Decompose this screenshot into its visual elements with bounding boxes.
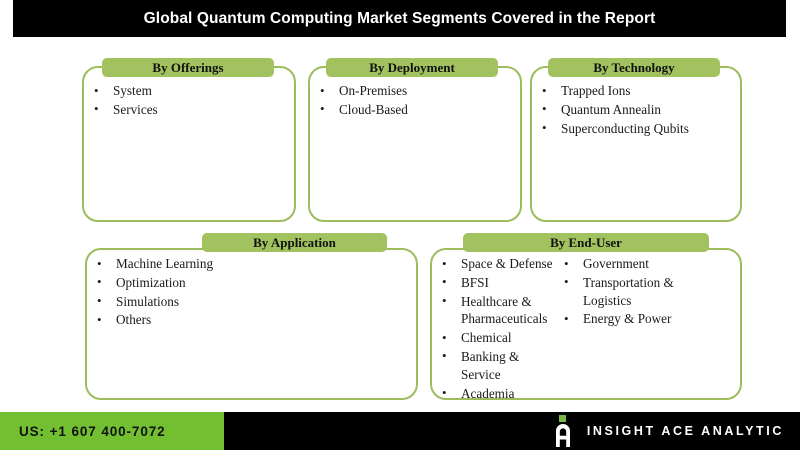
list-by-end-user-right: Government Transportation & Logistics En…	[560, 255, 710, 403]
brand-name: INSIGHT ACE ANALYTIC	[586, 424, 784, 438]
card-title-by-technology: By Technology	[593, 60, 675, 75]
list-item: Energy & Power	[560, 310, 710, 328]
list-item: Space & Defense	[438, 255, 560, 273]
list-item: Superconducting Qubits	[538, 119, 738, 138]
card-title-by-deployment: By Deployment	[369, 60, 455, 75]
list-item: Trapped Ions	[538, 82, 738, 100]
footer-bar: US: +1 607 400-7072 INSIGHT ACE ANALYTIC	[0, 412, 800, 450]
card-body-by-application: Machine Learning Optimization Simulation…	[93, 255, 411, 330]
list-item: Simulations	[93, 292, 411, 311]
list-item: Chemical	[438, 329, 560, 347]
card-banner-by-deployment: By Deployment	[326, 58, 498, 77]
list-item: System	[90, 82, 288, 100]
list-by-end-user-left: Space & Defense BFSI Healthcare & Pharma…	[438, 255, 560, 403]
header-bar: Global Quantum Computing Market Segments…	[13, 0, 786, 37]
list-by-technology: Trapped Ions Quantum Annealin Supercondu…	[538, 82, 738, 137]
list-item: Banking & Service	[438, 347, 560, 384]
card-title-by-application: By Application	[253, 235, 336, 250]
list-item: Services	[90, 100, 288, 119]
list-item: Cloud-Based	[316, 100, 514, 119]
card-title-by-offerings: By Offerings	[152, 60, 224, 75]
card-banner-by-offerings: By Offerings	[102, 58, 274, 77]
list-by-deployment: On-Premises Cloud-Based	[316, 82, 514, 119]
list-item: Machine Learning	[93, 255, 411, 273]
page-title: Global Quantum Computing Market Segments…	[143, 9, 656, 27]
list-item: On-Premises	[316, 82, 514, 100]
insight-ace-logo-icon	[552, 414, 574, 448]
card-banner-by-application: By Application	[202, 233, 387, 252]
footer-brand: INSIGHT ACE ANALYTIC	[552, 412, 784, 450]
list-item: BFSI	[438, 273, 560, 292]
card-banner-by-technology: By Technology	[548, 58, 720, 77]
card-body-by-technology: Trapped Ions Quantum Annealin Supercondu…	[538, 82, 738, 138]
list-item: Quantum Annealin	[538, 100, 738, 119]
list-item: Academia	[438, 384, 560, 403]
list-by-application: Machine Learning Optimization Simulation…	[93, 255, 411, 329]
logo-green-square-icon	[558, 415, 566, 422]
list-item: Government	[560, 255, 710, 273]
card-body-by-deployment: On-Premises Cloud-Based	[316, 82, 514, 120]
list-item: Others	[93, 311, 411, 329]
card-body-by-end-user: Space & Defense BFSI Healthcare & Pharma…	[438, 255, 734, 403]
list-item: Healthcare & Pharmaceuticals	[438, 292, 560, 329]
footer-phone-number: US: +1 607 400-7072	[19, 423, 166, 439]
card-title-by-end-user: By End-User	[550, 235, 622, 250]
list-item: Optimization	[93, 273, 411, 292]
footer-phone-block: US: +1 607 400-7072	[0, 412, 224, 450]
card-banner-by-end-user: By End-User	[463, 233, 709, 252]
list-item: Transportation & Logistics	[560, 273, 710, 310]
list-by-offerings: System Services	[90, 82, 288, 119]
card-body-by-offerings: System Services	[90, 82, 288, 120]
